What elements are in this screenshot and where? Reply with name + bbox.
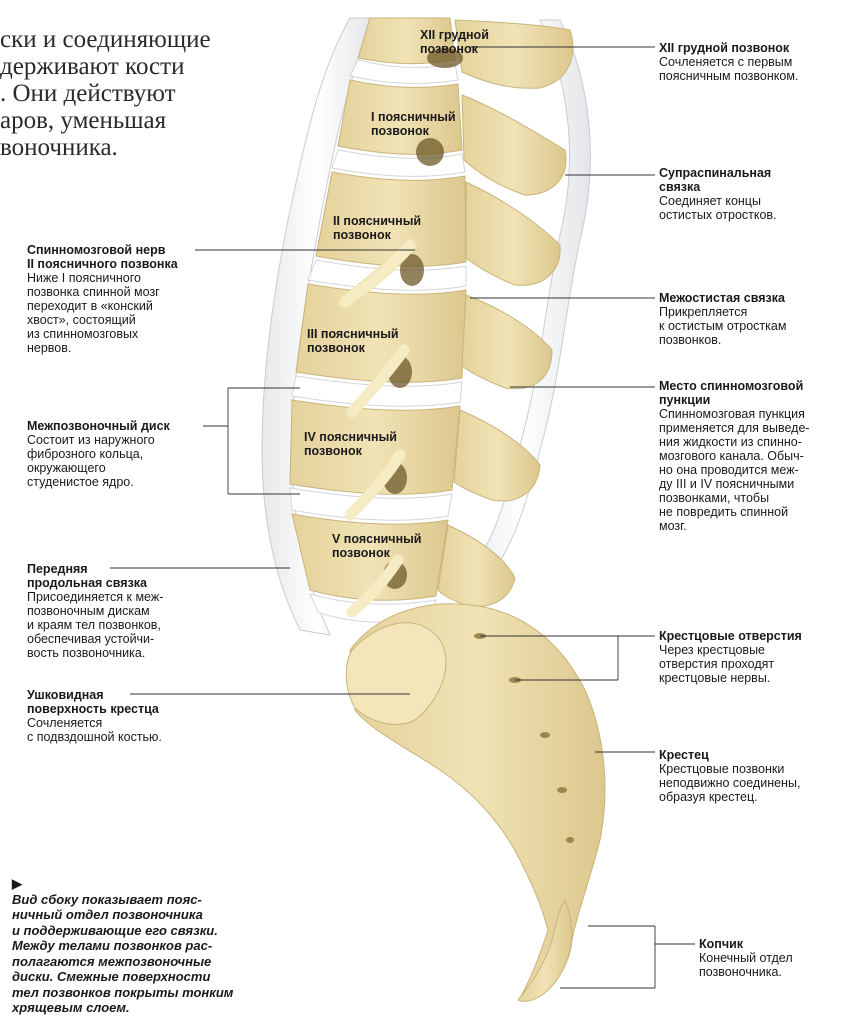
annotation-spinal-nerve: Спинномозговой нерв II поясничного позво… [27,243,178,355]
annotation-intervertebral-disc: Межпозвоночный диск Состоит из наружного… [27,419,170,489]
spinal-nerves [338,238,417,618]
caption-arrow-icon: ▶ [12,876,22,891]
leader-lines [110,46,695,989]
vertebra-l1-body [337,79,463,155]
vertebra-l5-body [291,513,449,601]
disc-l4-l5 [289,487,453,521]
annotation-auricular-surface: Ушковидная поверхность крестца Сочленяет… [27,688,162,744]
auricular-surface-shape [345,622,447,725]
intro-text: ски и соединяющие держивают кости . Они … [0,26,211,161]
disc-l1-l2 [331,149,466,177]
annotation-anterior-longitudinal-ligament: Передняя продольная связка Присоединяетс… [27,562,164,660]
vertebra-l2-body [315,171,467,267]
posterior-elements [437,19,574,607]
annotation-t12-vertebra: XII грудной позвонок Сочленяется с первы… [659,41,799,83]
disc-t12-l1 [349,59,459,84]
figure-caption: ▶Вид сбоку показывает пояс- ничный отдел… [12,876,282,1016]
vertebral-column [289,17,467,623]
sacral-foramina-dots [474,633,574,843]
annotation-lumbar-puncture-site: Место спинномозговой пункции Спинномозго… [659,379,810,533]
coccyx-shape [517,898,573,1002]
